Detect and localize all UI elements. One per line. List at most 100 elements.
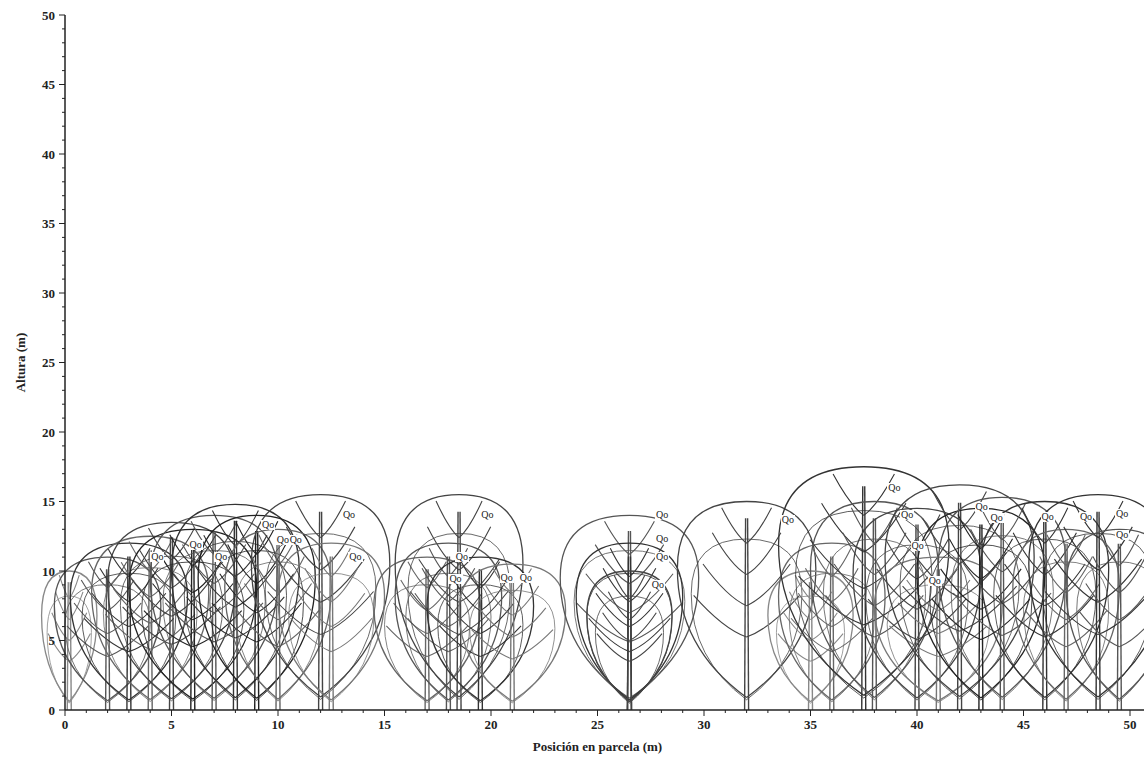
axis-ticks — [59, 15, 1130, 716]
tree-stroke — [1029, 495, 1144, 698]
tree-stroke — [630, 557, 631, 710]
tree-stroke — [851, 508, 874, 543]
tick-mark — [59, 432, 65, 433]
species-code: Qo — [1115, 530, 1129, 540]
tree-stroke — [127, 557, 128, 710]
tree-stroke — [510, 576, 511, 710]
tick-label: 25 — [591, 718, 604, 731]
tick-mark — [1130, 710, 1131, 716]
tick-mark — [59, 84, 65, 85]
tick-mark — [704, 710, 705, 716]
tree-stroke — [130, 557, 131, 710]
x-axis — [65, 709, 1144, 711]
tree-stroke — [677, 502, 815, 698]
tree-stroke — [1003, 514, 1004, 710]
tree-stroke — [830, 557, 831, 710]
tree-stroke — [459, 564, 566, 701]
species-code: Qo — [887, 483, 901, 493]
tree-stroke — [436, 501, 459, 538]
tree-stroke — [1117, 544, 1118, 710]
tree-stroke — [605, 521, 630, 554]
tree-stroke — [961, 503, 962, 710]
tick-label: 45 — [1017, 718, 1030, 731]
tree-stroke — [933, 492, 960, 530]
tree-stroke — [1043, 533, 1144, 699]
tree-stroke — [374, 557, 481, 701]
tick-label: 20 — [42, 426, 55, 439]
tree-stroke — [917, 508, 1045, 697]
tick-label: 30 — [42, 287, 55, 300]
species-code: Qo — [1041, 512, 1055, 522]
tree-stroke — [478, 569, 479, 710]
tick-label: 5 — [49, 634, 56, 647]
tree-stroke — [184, 541, 286, 700]
tree-stroke — [833, 557, 834, 710]
species-code: Qo — [781, 515, 795, 525]
tree-stroke — [47, 596, 91, 703]
tree-stroke — [610, 548, 629, 576]
tree-stroke — [629, 548, 648, 576]
tree-stroke — [627, 582, 628, 710]
tree-stroke — [191, 544, 192, 710]
tick-label: 50 — [1124, 718, 1137, 731]
tree-stroke — [276, 544, 277, 710]
axis-title: Altura (m) — [14, 333, 27, 393]
species-code: Qo — [342, 510, 356, 520]
tree-stroke — [332, 557, 333, 710]
species-code: Qo — [989, 513, 1003, 523]
tick-label: 35 — [804, 718, 817, 731]
tree-stroke — [470, 590, 555, 702]
tree-stroke — [809, 582, 810, 710]
species-code: Qo — [911, 541, 925, 551]
tick-mark — [59, 571, 65, 572]
tree-stroke — [630, 582, 631, 710]
tree-stroke — [872, 518, 873, 710]
tree-stroke — [319, 512, 320, 710]
tree-stroke — [151, 550, 152, 710]
tree-stroke — [958, 514, 981, 548]
species-code: Qo — [261, 520, 275, 530]
tree-stroke — [225, 529, 332, 699]
tree-stroke — [212, 531, 213, 710]
tree-stroke — [864, 474, 895, 515]
tree-stroke — [170, 537, 171, 710]
tree-stroke — [1066, 535, 1085, 566]
tree-stroke — [296, 501, 321, 538]
species-code: Qo — [480, 510, 494, 520]
tree-stroke — [329, 557, 330, 710]
tick-mark — [491, 710, 492, 716]
axis-title: Posición en parcela (m) — [533, 740, 662, 753]
tick-label: 10 — [42, 565, 55, 578]
tree-stroke — [1066, 529, 1144, 699]
species-code: Qo — [975, 502, 989, 512]
tree-stroke — [129, 541, 150, 571]
tree-stroke — [459, 501, 482, 538]
tree-stroke — [627, 557, 628, 710]
tree-stroke — [629, 575, 644, 599]
tree-stroke — [748, 518, 749, 710]
tree-stroke — [194, 544, 195, 710]
tree-stroke — [779, 543, 886, 700]
species-code: Qo — [455, 552, 469, 562]
tree-stroke — [576, 543, 683, 700]
tree-stroke — [796, 511, 932, 698]
tree-stroke — [595, 596, 663, 703]
tree-stroke — [1119, 584, 1144, 620]
species-code: Qo — [519, 573, 533, 583]
tree-stroke — [587, 571, 672, 702]
tree-stroke — [251, 495, 389, 698]
tree-stroke — [425, 569, 426, 710]
tree-stroke — [779, 467, 949, 696]
tick-mark — [59, 223, 65, 224]
tree-stroke — [255, 531, 256, 710]
species-code: Qo — [448, 574, 462, 584]
tree-stroke — [322, 512, 323, 710]
tree-stroke — [1000, 514, 1001, 710]
species-code: Qo — [348, 552, 362, 562]
tick-label: 30 — [698, 718, 711, 731]
tick-label: 25 — [42, 356, 55, 369]
tick-mark — [171, 710, 172, 716]
tree-stroke — [429, 548, 448, 576]
species-code: Qo — [1115, 509, 1129, 519]
